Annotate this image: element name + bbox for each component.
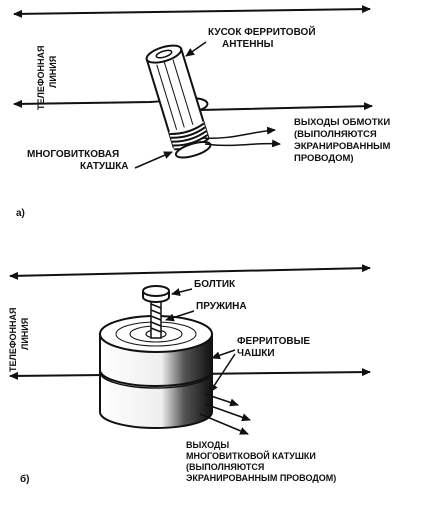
phone-line-wire-top: [13, 5, 371, 18]
side-label-line-2: ЛИНИЯ: [20, 318, 30, 350]
outputs-label-line-3: ЭКРАНИРОВАННЫМ: [294, 141, 390, 152]
output-wire-2: [204, 403, 251, 422]
antenna-label-line-2: АНТЕННЫ: [222, 39, 274, 50]
side-label-line-1: ТЕЛЕФОННАЯ: [36, 46, 46, 110]
outputs-label-line-1: ВЫХОДЫ: [186, 440, 229, 450]
outputs-label-line-1: ВЫХОДЫ ОБМОТКИ: [294, 117, 390, 128]
output-wire-1: [201, 126, 276, 140]
antenna-label-line-1: КУСОК ФЕРРИТОВОЙ: [208, 25, 316, 38]
output-wire-1: [204, 393, 239, 407]
side-label-line-2: ЛИНИЯ: [48, 56, 58, 88]
panel-b-caption: б): [20, 473, 30, 485]
cups-label-line-1: ФЕРРИТОВЫЕ: [237, 336, 310, 347]
spring-label: ПРУЖИНА: [196, 301, 247, 312]
outputs-label-line-4: ПРОВОДОМ): [294, 153, 354, 164]
coil-label-line-2: КАТУШКА: [80, 161, 129, 172]
cups-pointer-1: [211, 349, 236, 360]
output-wire-3: [199, 413, 249, 435]
cups-label-line-2: ЧАШКИ: [237, 348, 275, 359]
ferrite-rod: [145, 44, 212, 159]
cups-pointer-2: [209, 353, 236, 393]
outputs-label-line-2: (ВЫПОЛНЯЮТСЯ: [294, 129, 377, 140]
panel-a-caption: а): [16, 208, 25, 219]
phone-line-wire-top: [9, 264, 371, 280]
coil-windings: [168, 121, 212, 159]
coil-pointer: [134, 151, 173, 169]
output-wire-2: [204, 139, 281, 148]
spring-pointer: [165, 310, 195, 322]
outputs-label-line-4: ЭКРАНИРОВАННЫМ ПРОВОДОМ): [186, 473, 336, 483]
side-label-line-1: ТЕЛЕФОННАЯ: [8, 308, 18, 372]
antenna-pointer: [185, 41, 207, 57]
panel-a: ТЕЛЕФОННАЯ ЛИНИЯ КУСОК ФЕРРИТОВОЙ АНТЕНН…: [13, 5, 390, 219]
bolt-label: БОЛТИК: [194, 279, 236, 290]
bolt: [142, 285, 170, 339]
panel-b: ТЕЛЕФОННАЯ ЛИНИЯ: [8, 264, 371, 485]
outputs-label-line-3: (ВЫПОЛНЯЮТСЯ: [186, 462, 264, 472]
coil-label-line-1: МНОГОВИТКОВАЯ: [27, 149, 119, 160]
outputs-label-line-2: МНОГОВИТКОВОЙ КАТУШКИ: [186, 450, 316, 461]
bolt-pointer: [171, 288, 193, 296]
